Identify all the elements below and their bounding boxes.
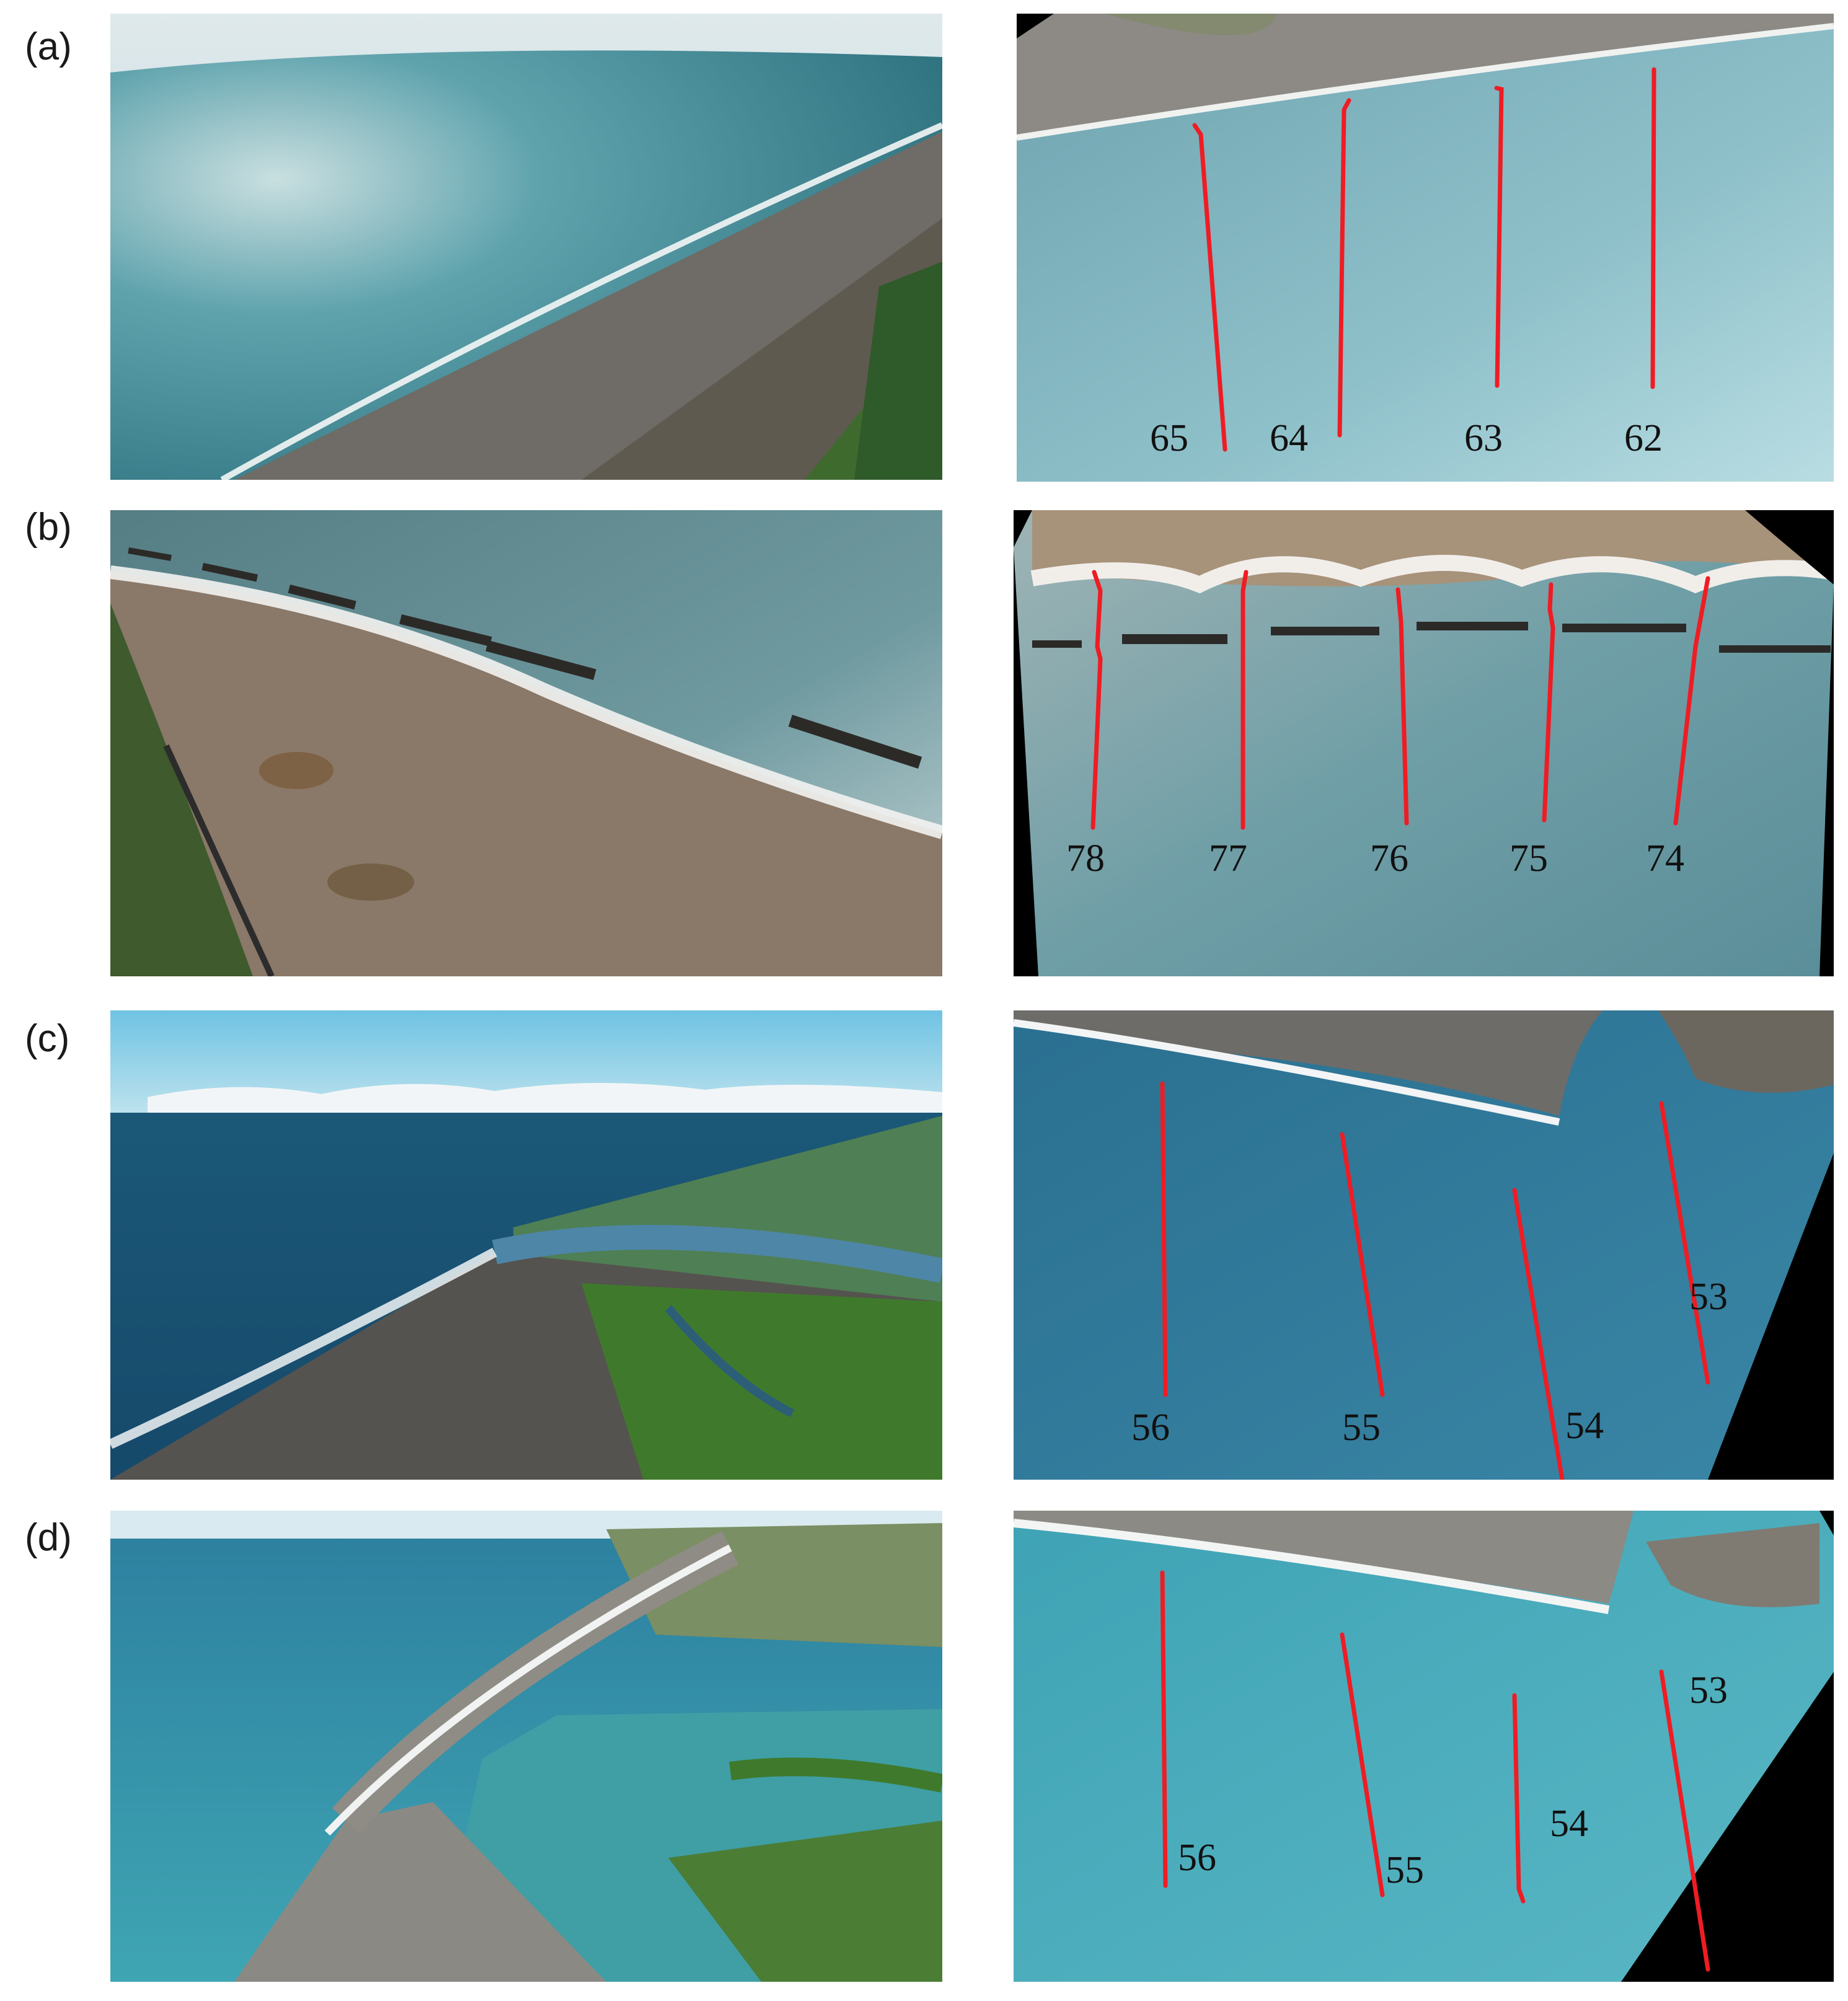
oblique-photo-b: [110, 510, 942, 976]
transect-number: 76: [1370, 837, 1408, 880]
transect-number: 77: [1209, 837, 1247, 880]
orthophoto-d: 56 55 54 53: [1014, 1511, 1834, 1982]
transect-number: 53: [1689, 1669, 1728, 1712]
transect-number: 56: [1131, 1407, 1170, 1449]
transect-line: [1340, 1132, 1385, 1397]
transect-line: [1673, 576, 1710, 826]
transect-line: [1090, 570, 1103, 830]
transect-number: 74: [1646, 837, 1684, 880]
oblique-photo-c: [110, 1010, 942, 1480]
transect-line: [1340, 1632, 1385, 1897]
transect-line: [1494, 86, 1504, 388]
transect-number: 55: [1386, 1849, 1424, 1891]
transect-number: 64: [1270, 417, 1308, 459]
transect-line: [1659, 1669, 1710, 1972]
panel-label-a: (a): [25, 25, 72, 68]
panel-label-c: (c): [25, 1017, 70, 1060]
oblique-photo-a: [110, 14, 942, 480]
transect-number: 65: [1150, 417, 1188, 459]
transect-line: [1512, 1693, 1526, 1904]
panel-label-d: (d): [25, 1516, 72, 1559]
transect-line: [1650, 67, 1656, 389]
transect-line: [1240, 570, 1249, 830]
transect-number: 78: [1066, 837, 1105, 880]
transect-number: 55: [1342, 1407, 1381, 1449]
panel-label-b: (b): [25, 506, 72, 549]
transect-number: 63: [1464, 417, 1503, 459]
oblique-photo-d: [110, 1511, 942, 1982]
transect-line: [1542, 582, 1555, 823]
transect-number: 62: [1624, 417, 1663, 459]
transect-line: [1160, 1081, 1168, 1397]
transect-line: [1659, 1101, 1710, 1385]
transect-number: 54: [1550, 1803, 1588, 1845]
transect-line: [1512, 1188, 1565, 1480]
transect-line: [1337, 98, 1351, 438]
transect-number: 56: [1178, 1837, 1216, 1879]
transect-number: 53: [1689, 1276, 1728, 1318]
orthophoto-b: 78 77 76 75 74: [1014, 510, 1834, 976]
transect-number: 75: [1510, 837, 1548, 880]
orthophoto-a: 65 64 63 62: [1017, 14, 1834, 482]
orthophoto-c: 56 55 54 53: [1014, 1010, 1834, 1480]
transect-number: 54: [1565, 1405, 1604, 1447]
transect-line: [1395, 587, 1409, 826]
transect-line: [1160, 1570, 1168, 1888]
transect-line: [1192, 123, 1227, 452]
